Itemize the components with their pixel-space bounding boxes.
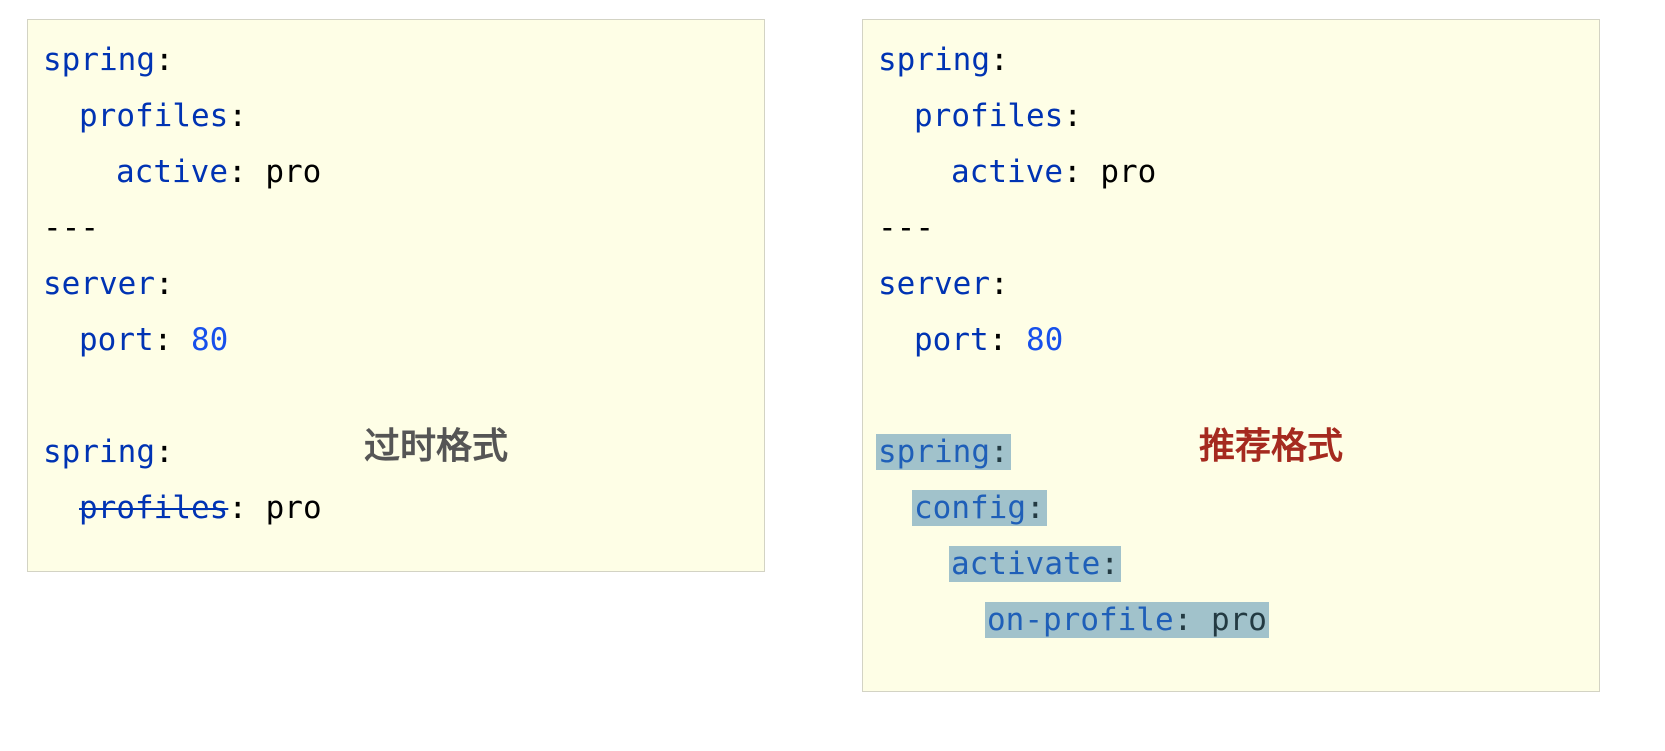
yaml-value: pro: [1100, 154, 1157, 190]
code-line: active: pro: [951, 152, 1156, 192]
code-line: port: 80: [914, 320, 1063, 360]
yaml-separator: :: [1100, 546, 1119, 582]
code-line: server:: [43, 264, 174, 304]
code-line: port: 80: [79, 320, 228, 360]
deprecated-format-label: 过时格式: [364, 426, 509, 467]
document-separator: ---: [43, 210, 99, 246]
yaml-key: server: [878, 266, 990, 302]
yaml-value: pro: [1210, 602, 1267, 638]
code-line: server:: [878, 264, 1009, 304]
yaml-separator: :: [154, 434, 174, 470]
yaml-separator: :: [1063, 98, 1082, 134]
yaml-key: spring: [878, 434, 990, 470]
highlighted-code-line: config:: [912, 488, 1047, 528]
yaml-separator: :: [227, 154, 266, 190]
code-highlight: spring:: [876, 434, 1011, 470]
yaml-key: spring: [878, 42, 990, 78]
yaml-key: on-profile: [987, 602, 1174, 638]
recommended-format-label: 推荐格式: [1199, 426, 1344, 467]
yaml-key: active: [116, 154, 228, 190]
code-line: profiles:: [914, 96, 1082, 136]
yaml-value: pro: [265, 490, 322, 526]
yaml-key: spring: [43, 42, 155, 78]
yaml-value: pro: [265, 154, 322, 190]
yaml-key: profiles: [79, 98, 229, 134]
code-line: spring:: [43, 432, 174, 472]
code-highlight: config:: [912, 490, 1047, 526]
yaml-key: port: [79, 322, 154, 358]
yaml-number-value: 80: [1025, 322, 1064, 358]
yaml-separator: :: [989, 42, 1009, 78]
yaml-key: activate: [951, 546, 1101, 582]
code-line: active: pro: [116, 152, 321, 192]
yaml-key: profiles: [914, 98, 1064, 134]
yaml-number-value: 80: [190, 322, 229, 358]
code-highlight: activate:: [949, 546, 1121, 582]
yaml-key: port: [914, 322, 989, 358]
deprecated-config-panel: spring: profiles: active: pro --- server…: [27, 19, 765, 572]
yaml-separator: :: [153, 322, 191, 358]
yaml-key: spring: [43, 434, 155, 470]
code-line: spring:: [43, 40, 174, 80]
highlighted-code-line: spring:: [876, 432, 1011, 472]
yaml-separator: :: [154, 266, 174, 302]
code-line: spring:: [878, 40, 1009, 80]
yaml-separator: :: [1025, 490, 1045, 526]
document-separator: ---: [878, 210, 934, 246]
yaml-key: config: [914, 490, 1026, 526]
yaml-separator: :: [228, 490, 266, 526]
deprecated-yaml-key: profiles: [79, 490, 229, 526]
yaml-separator: :: [1173, 602, 1211, 638]
yaml-key: active: [951, 154, 1063, 190]
highlighted-code-line: on-profile: pro: [985, 600, 1269, 640]
code-line: profiles:: [79, 96, 247, 136]
yaml-separator: :: [989, 266, 1009, 302]
recommended-config-panel: spring: profiles: active: pro --- server…: [862, 19, 1600, 692]
yaml-key: server: [43, 266, 155, 302]
yaml-separator: :: [228, 98, 247, 134]
highlighted-code-line: activate:: [949, 544, 1121, 584]
code-line: profiles: pro: [79, 488, 322, 528]
yaml-separator: :: [1062, 154, 1101, 190]
yaml-separator: :: [154, 42, 174, 78]
yaml-separator: :: [989, 434, 1009, 470]
code-highlight: on-profile: pro: [985, 602, 1269, 638]
yaml-separator: :: [988, 322, 1026, 358]
